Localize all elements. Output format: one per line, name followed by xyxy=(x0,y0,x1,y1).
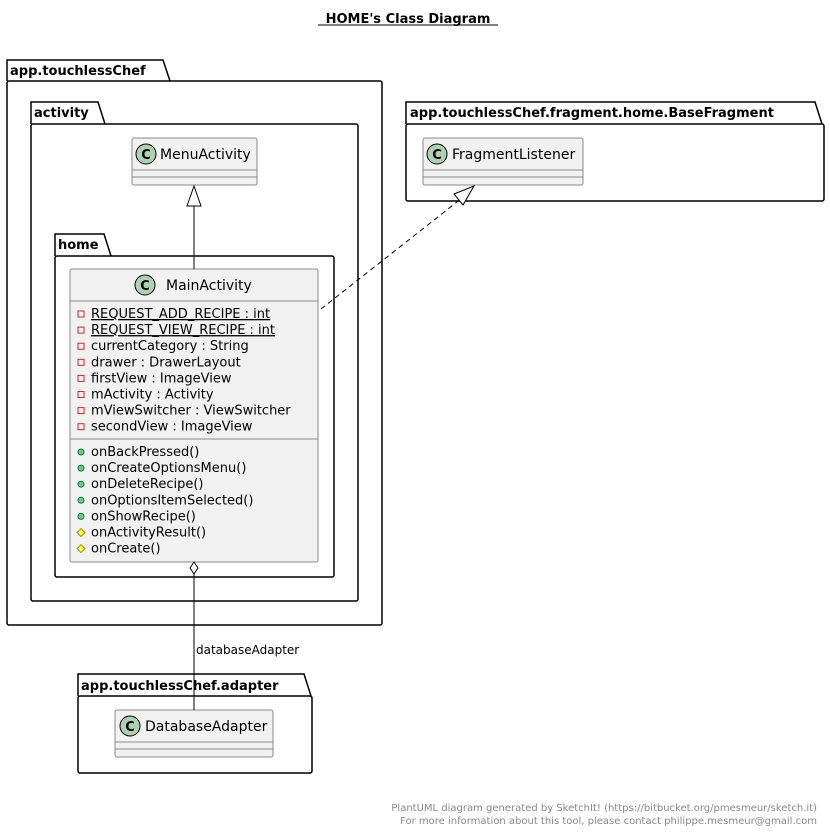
private-visibility-icon xyxy=(77,407,85,415)
field-row-text: REQUEST_ADD_RECIPE : int xyxy=(91,307,270,322)
method-list: onBackPressed()onCreateOptionsMenu()onDe… xyxy=(76,445,253,557)
class-database-adapter: C DatabaseAdapter xyxy=(114,709,274,758)
field-row: REQUEST_ADD_RECIPE : int xyxy=(77,307,270,322)
method-row: onShowRecipe() xyxy=(77,509,196,524)
class-fragment-listener: C FragmentListener xyxy=(422,137,584,186)
field-row-text: secondView : ImageView xyxy=(91,420,253,435)
package-label-touchlesschef: app.touchlessChef xyxy=(10,64,146,79)
field-row: secondView : ImageView xyxy=(77,420,253,435)
field-row: mViewSwitcher : ViewSwitcher xyxy=(77,404,291,419)
private-visibility-icon xyxy=(77,374,85,382)
field-row: REQUEST_VIEW_RECIPE : int xyxy=(77,323,275,338)
class-menu-activity: C MenuActivity xyxy=(131,137,258,186)
protected-visibility-icon xyxy=(76,543,86,554)
field-row: firstView : ImageView xyxy=(77,371,232,386)
package-label-home: home xyxy=(58,238,99,253)
protected-visibility-icon xyxy=(76,527,86,538)
private-visibility-icon xyxy=(77,391,85,398)
svg-text:C: C xyxy=(140,279,150,294)
svg-text:C: C xyxy=(125,720,135,735)
realization-edge xyxy=(320,184,476,310)
public-visibility-icon xyxy=(77,480,85,488)
aggregation-edge: databaseAdapter xyxy=(189,561,299,710)
method-row: onCreateOptionsMenu() xyxy=(77,461,246,476)
public-visibility-icon xyxy=(77,512,85,520)
method-row-text: onOptionsItemSelected() xyxy=(91,493,253,508)
method-row: onCreate() xyxy=(76,542,161,557)
private-visibility-icon xyxy=(77,310,85,318)
public-visibility-icon xyxy=(77,464,85,472)
field-row-text: mActivity : Activity xyxy=(91,388,214,403)
method-row-text: onShowRecipe() xyxy=(91,509,196,524)
private-visibility-icon xyxy=(77,358,85,366)
field-row-text: currentCategory : String xyxy=(91,339,249,354)
class-name-database-adapter: DatabaseAdapter xyxy=(145,719,268,735)
footer-line-2: For more information about this tool, pl… xyxy=(400,816,817,827)
method-row: onActivityResult() xyxy=(76,526,206,541)
private-visibility-icon xyxy=(77,342,85,350)
class-main-activity: C MainActivity REQUEST_ADD_RECIPE : intR… xyxy=(69,268,319,563)
field-row: mActivity : Activity xyxy=(77,388,214,403)
association-label: databaseAdapter xyxy=(196,643,299,657)
method-row-text: onDeleteRecipe() xyxy=(91,477,204,492)
diagram-title: HOME's Class Diagram xyxy=(326,12,491,27)
class-icon: C xyxy=(119,715,141,737)
class-name-menu-activity: MenuActivity xyxy=(160,147,251,163)
method-row-text: onBackPressed() xyxy=(91,445,199,460)
field-list: REQUEST_ADD_RECIPE : intREQUEST_VIEW_REC… xyxy=(77,307,291,435)
method-row: onOptionsItemSelected() xyxy=(77,493,253,508)
class-icon: C xyxy=(426,143,448,165)
field-row: currentCategory : String xyxy=(77,339,249,354)
class-icon: C xyxy=(135,143,157,165)
field-row-text: REQUEST_VIEW_RECIPE : int xyxy=(91,323,275,338)
method-row-text: onCreate() xyxy=(91,542,161,557)
class-name-main-activity: MainActivity xyxy=(166,278,252,294)
public-visibility-icon xyxy=(77,496,85,504)
method-row-text: onCreateOptionsMenu() xyxy=(91,461,246,476)
field-row-text: drawer : DrawerLayout xyxy=(91,355,241,370)
private-visibility-icon xyxy=(77,423,85,431)
package-label-activity: activity xyxy=(34,106,89,121)
method-row: onDeleteRecipe() xyxy=(77,477,204,492)
public-visibility-icon xyxy=(77,448,85,456)
method-row: onBackPressed() xyxy=(77,445,199,460)
field-row-text: mViewSwitcher : ViewSwitcher xyxy=(91,404,291,419)
inheritance-edge xyxy=(186,184,202,269)
class-name-fragment-listener: FragmentListener xyxy=(452,147,575,163)
method-row-text: onActivityResult() xyxy=(91,526,206,541)
field-row: drawer : DrawerLayout xyxy=(77,355,241,370)
package-label-basefragment: app.touchlessChef.fragment.home.BaseFrag… xyxy=(410,106,774,121)
footer-line-1: PlantUML diagram generated by SketchIt! … xyxy=(391,803,817,814)
package-label-adapter: app.touchlessChef.adapter xyxy=(81,679,279,694)
private-visibility-icon xyxy=(77,326,85,334)
field-row-text: firstView : ImageView xyxy=(91,371,232,386)
svg-text:C: C xyxy=(141,148,151,163)
svg-text:C: C xyxy=(432,148,442,163)
class-icon: C xyxy=(134,274,156,296)
